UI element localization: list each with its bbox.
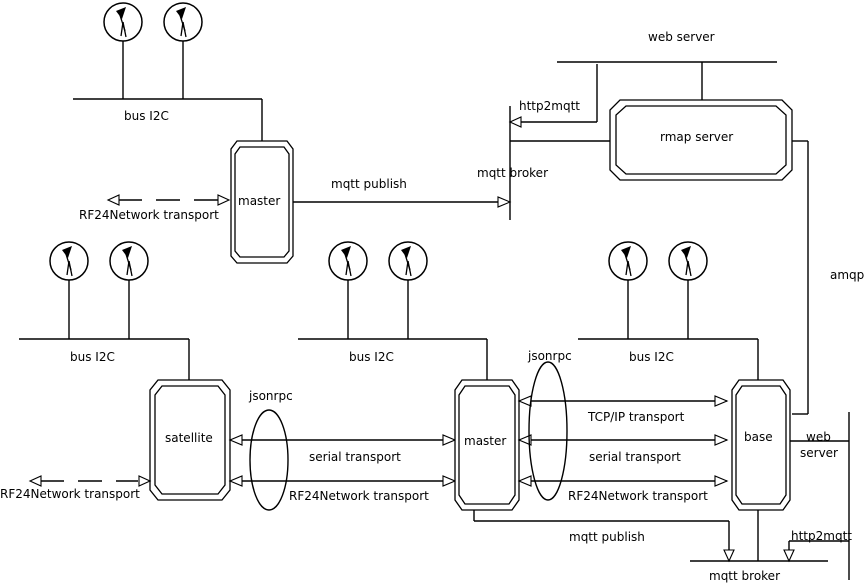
arrow-head [442, 475, 457, 487]
arrow-head [517, 395, 532, 407]
arrow-head [517, 434, 532, 446]
arrow-head [28, 475, 42, 487]
bus-i2c-label: bus I2C [629, 350, 674, 364]
tcpip-transport-label: TCP/IP transport [587, 410, 685, 424]
rf24-transport-label: RF24Network transport [289, 489, 429, 503]
master-node-top: master [230, 140, 294, 264]
arrow-head [106, 194, 120, 206]
serial-transport-label: serial transport [309, 450, 401, 464]
arrow-head [497, 196, 512, 208]
mqtt-publish-label: mqtt publish [331, 177, 407, 191]
master-label: master [238, 194, 280, 208]
sensor-gauge [608, 241, 648, 281]
arrow-head [714, 395, 729, 407]
rf24-outer-label: RF24Network transport [0, 487, 140, 501]
arrow-head [723, 549, 735, 563]
rf24-transport-label: RF24Network transport [568, 489, 708, 503]
sensor-gauge [668, 241, 708, 281]
jsonrpc-ellipse [249, 409, 289, 511]
base-label: base [744, 430, 773, 444]
sensor-gauge [388, 241, 428, 281]
sensor-gauge [103, 2, 143, 42]
sensor-gauge [109, 241, 149, 281]
http2mqtt-label: http2mqtt [791, 529, 852, 543]
amqp-label: amqp [830, 268, 864, 282]
mqtt-broker-label: mqtt broker [477, 166, 548, 180]
rmap-server-node: rmap server [609, 99, 793, 181]
jsonrpc-ellipse [528, 361, 568, 501]
arrow-head [217, 194, 231, 206]
web-label: web [806, 430, 831, 444]
http2mqtt-label: http2mqtt [519, 99, 580, 113]
mqtt-publish-label: mqtt publish [569, 530, 645, 544]
bus-i2c-label: bus I2C [70, 350, 115, 364]
satellite-label: satellite [165, 431, 213, 445]
jsonrpc-label: jsonrpc [248, 389, 293, 403]
server-label: server [800, 446, 838, 460]
satellite-node: satellite [149, 379, 231, 501]
arrow-head [442, 434, 457, 446]
arrow-head [517, 475, 532, 487]
arrow-head [714, 475, 729, 487]
rf24-label: RF24Network transport [79, 208, 219, 222]
rmap-server-label: rmap server [660, 130, 733, 144]
bus-i2c-label: bus I2C [124, 109, 169, 123]
master-label: master [464, 434, 506, 448]
arrow-head [508, 116, 522, 128]
arrow-head [138, 475, 152, 487]
sensor-gauge [163, 2, 203, 42]
jsonrpc-label: jsonrpc [527, 349, 572, 363]
bus-i2c-label: bus I2C [349, 350, 394, 364]
arrow-head [228, 475, 243, 487]
arrow-head [228, 434, 243, 446]
master-node-center: master [454, 379, 520, 511]
sensor-gauge [49, 241, 89, 281]
serial-transport-label: serial transport [589, 450, 681, 464]
sensor-gauge [328, 241, 368, 281]
base-node: base [731, 379, 791, 511]
mqtt-broker-label: mqtt broker [709, 569, 780, 583]
arrow-head [783, 549, 795, 563]
web-server-label: web server [648, 30, 715, 44]
arrow-head [714, 434, 729, 446]
